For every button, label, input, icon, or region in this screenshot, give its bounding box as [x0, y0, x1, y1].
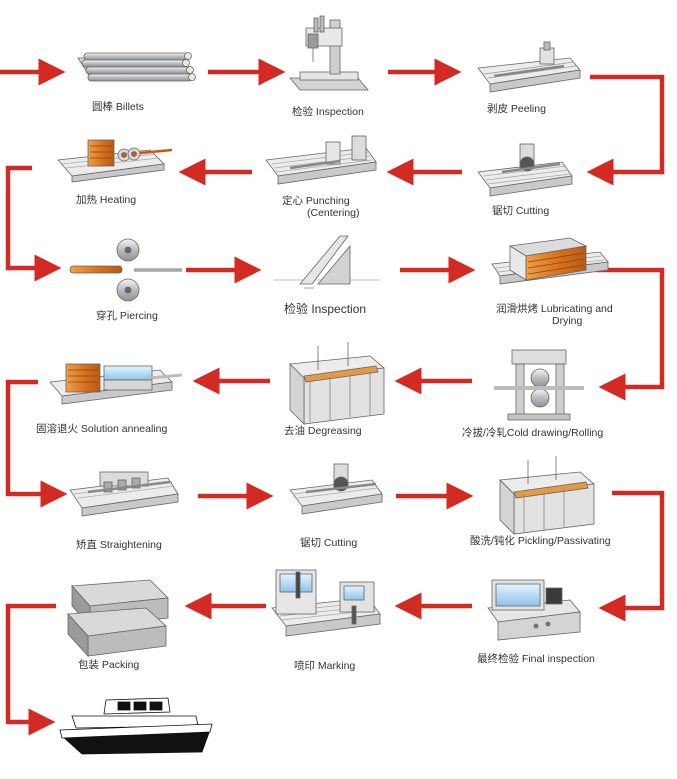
step-label: 冷拔/冷轧Cold drawing/Rolling	[462, 426, 603, 439]
step-label: 剥皮 Peeling	[487, 102, 546, 115]
step-label: 圆棒 Billets	[92, 100, 144, 113]
piercing-mill-illustration	[69, 238, 182, 302]
step-label: 包装 Packing	[78, 658, 139, 671]
step-label: 检验 Inspection	[292, 105, 364, 118]
step-label-line2: Drying	[552, 315, 583, 327]
flow-connector	[596, 267, 665, 401]
step-label: 定心 Punching	[282, 194, 350, 207]
flow-connector	[5, 165, 62, 282]
step-label: 固溶退火 Solution annealing	[36, 422, 167, 435]
cold-rolling-mill-illustration	[494, 349, 584, 421]
step-label: 穿孔 Piercing	[96, 309, 158, 322]
flow-connector	[586, 74, 665, 186]
step-label: 酸洗/钝化 Pickling/Passivating	[470, 534, 611, 547]
step-label: 润滑烘烤 Lubricating and	[496, 302, 613, 315]
lubricating-oven-illustration	[491, 237, 609, 285]
inspection-stand-illustration	[274, 235, 380, 289]
step-label: 检验 Inspection	[284, 301, 366, 316]
step-label: 加热 Heating	[76, 193, 136, 206]
pickling-tank-illustration	[499, 456, 595, 535]
flow-connector	[598, 490, 665, 622]
flow-arrows	[0, 58, 665, 736]
step-labels: 圆棒 Billets 检验 Inspection 剥皮 Peeling 锯切 C…	[36, 100, 613, 672]
step-label: 锯切 Cutting	[492, 204, 549, 217]
step-label: 锯切 Cutting	[300, 536, 357, 549]
flow-connector	[5, 603, 56, 736]
step-label: 喷印 Marking	[294, 660, 355, 672]
packing-boxes-illustration	[67, 579, 169, 658]
straightening-machine-illustration	[69, 471, 179, 517]
final-inspection-console-illustration	[487, 579, 581, 641]
cutting-saw-illustration	[289, 463, 383, 515]
cargo-ship-illustration	[59, 697, 213, 755]
inspection-machine-illustration	[289, 15, 369, 91]
degreasing-tank-illustration	[289, 342, 385, 425]
billets-illustration	[77, 52, 196, 82]
flow-connector	[5, 379, 68, 508]
cutting-machine-illustration	[477, 143, 573, 197]
step-label: 矫直 Straightening	[76, 538, 162, 551]
step-label: 最终检验 Final inspection	[477, 652, 595, 665]
peeling-machine-illustration	[477, 41, 581, 93]
step-label: 去油 Degreasing	[284, 424, 362, 437]
step-label-line2: (Centering)	[307, 207, 360, 219]
punching-machine-illustration	[265, 135, 377, 185]
marking-printer-illustration	[271, 569, 381, 637]
heating-furnace-illustration	[57, 139, 173, 183]
annealing-furnace-illustration	[49, 363, 183, 405]
